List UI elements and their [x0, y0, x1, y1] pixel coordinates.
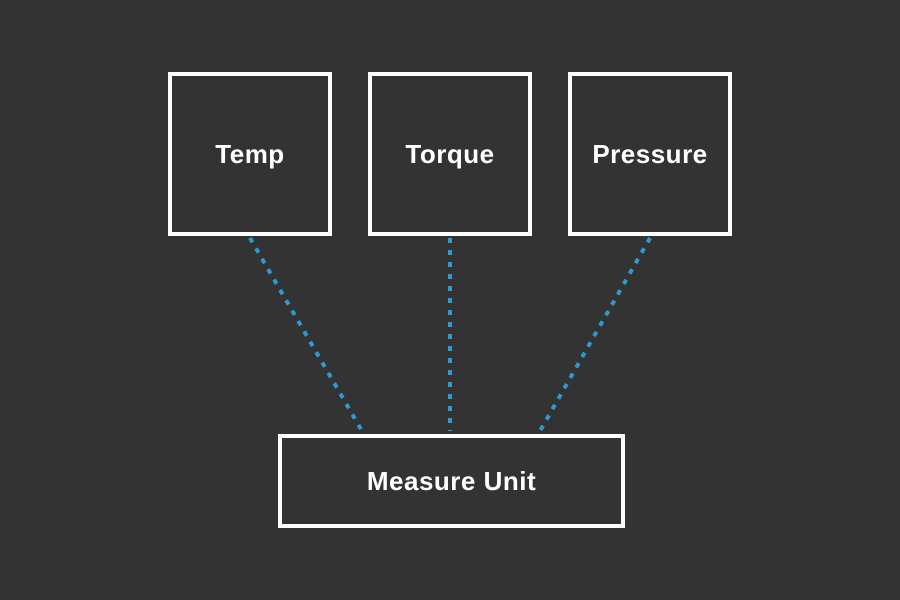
node-temp: Temp	[168, 72, 332, 236]
node-pressure: Pressure	[568, 72, 732, 236]
node-measure-unit-label: Measure Unit	[366, 465, 537, 496]
node-torque-label: Torque	[405, 138, 495, 169]
connector-temp-to-measure-unit	[248, 236, 364, 433]
node-torque: Torque	[368, 72, 532, 236]
node-pressure-label: Pressure	[592, 138, 708, 169]
connector-pressure-to-measure-unit	[538, 237, 652, 432]
node-measure-unit: Measure Unit	[278, 434, 625, 528]
node-temp-label: Temp	[215, 138, 285, 169]
